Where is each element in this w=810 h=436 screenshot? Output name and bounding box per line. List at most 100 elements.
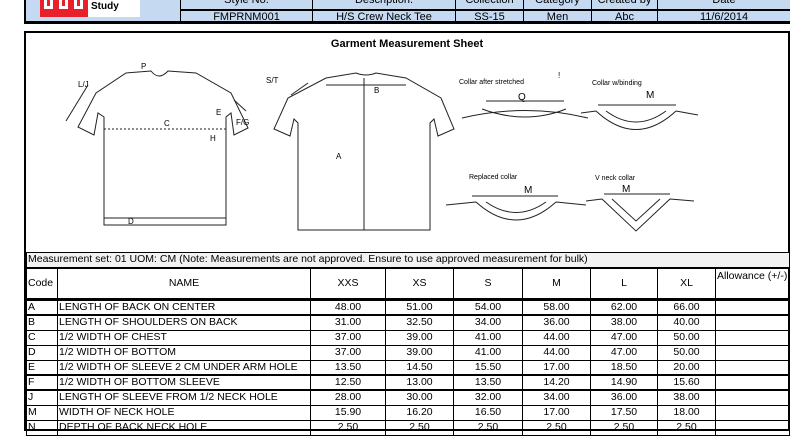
sheet-title: Garment Measurement Sheet — [330, 38, 484, 50]
table-cell: C — [26, 329, 58, 346]
table-cell: 40.00 — [657, 314, 716, 331]
table-cell: 31.00 — [310, 314, 386, 331]
table-cell: 48.00 — [310, 299, 386, 316]
column-header: M — [522, 267, 591, 301]
table-cell: 44.00 — [522, 344, 591, 361]
label-lj: L/J — [78, 80, 89, 89]
table-cell: 16.20 — [385, 404, 454, 421]
label-q: Q — [518, 92, 526, 103]
table-cell — [715, 359, 790, 376]
table-cell: 37.00 — [310, 329, 386, 346]
header-field-label: Collection — [465, 0, 514, 6]
table-cell: 62.00 — [590, 299, 658, 316]
measurement-sheet: Garment Measurement Sheet P L/J C E F/G … — [24, 31, 790, 436]
header-field-label: Description. — [354, 0, 414, 6]
table-cell — [715, 389, 790, 406]
column-header: Code — [26, 267, 58, 301]
table-cell: 36.00 — [590, 389, 658, 406]
table-cell: 41.00 — [453, 329, 523, 346]
label-m: M — [524, 185, 532, 196]
table-cell: 32.00 — [453, 389, 523, 406]
table-cell: 2.50 — [590, 419, 658, 436]
table-cell: LENGTH OF BACK ON CENTER — [57, 299, 311, 316]
table-cell: 2.50 — [657, 419, 716, 436]
table-cell: 37.00 — [310, 344, 386, 361]
table-cell: 54.00 — [453, 299, 523, 316]
table-cell: WIDTH OF NECK HOLE — [57, 404, 311, 421]
label-c: C — [164, 119, 170, 128]
header-field: Style No.FMPRNM001 — [180, 0, 312, 23]
table-cell: F — [26, 374, 58, 391]
table-cell: 15.90 — [310, 404, 386, 421]
garment-diagram: P L/J C E F/G H D S/T B A Collar after s… — [65, 62, 699, 232]
table-cell: 66.00 — [657, 299, 716, 316]
table-cell: 18.00 — [657, 404, 716, 421]
header-field: Description. H/S Crew Neck Tee — [312, 0, 455, 23]
table-cell: 36.00 — [522, 314, 591, 331]
table-cell: 17.50 — [590, 404, 658, 421]
header-field-label: Date — [712, 0, 736, 6]
table-cell: 58.00 — [522, 299, 591, 316]
label-excl: ! — [558, 71, 560, 80]
label-m: M — [622, 184, 630, 195]
header-field-label: Category — [535, 0, 580, 6]
table-cell: 16.50 — [453, 404, 523, 421]
table-cell: LENGTH OF SLEEVE FROM 1/2 NECK HOLE — [57, 389, 311, 406]
logo-text: Study — [91, 1, 119, 12]
table-cell: 15.50 — [453, 359, 523, 376]
note-row: Measurement set: 01 UOM: CM (Note: Measu… — [26, 252, 790, 269]
label-h: H — [210, 134, 216, 143]
table-cell: 14.50 — [385, 359, 454, 376]
table-cell — [715, 419, 790, 436]
label-collar-binding: Collar w/binding — [592, 80, 642, 87]
table-cell: D — [26, 344, 58, 361]
table-cell: N — [26, 419, 58, 436]
table-cell: 39.00 — [385, 344, 454, 361]
table-cell: 47.00 — [590, 344, 658, 361]
table-cell: 1/2 WIDTH OF SLEEVE 2 CM UNDER ARM HOLE — [57, 359, 311, 376]
header-field-value: 11/6/2014 — [658, 9, 790, 23]
table-cell: 13.50 — [310, 359, 386, 376]
label-v-neck-collar: V neck collar — [595, 175, 636, 182]
label-d: D — [128, 217, 134, 226]
column-header: XS — [385, 267, 454, 301]
header-field-value: Men — [524, 9, 591, 23]
table-cell: 34.00 — [453, 314, 523, 331]
label-st: S/T — [266, 76, 279, 85]
header-field-value: SS-15 — [456, 9, 523, 23]
table-cell: 20.00 — [657, 359, 716, 376]
table-cell: B — [26, 314, 58, 331]
table-cell: DEPTH OF BACK NECK HOLE — [57, 419, 311, 436]
label-p: P — [141, 62, 146, 71]
table-cell: 28.00 — [310, 389, 386, 406]
table-cell: 15.60 — [657, 374, 716, 391]
table-cell: 12.50 — [310, 374, 386, 391]
table-cell: 39.00 — [385, 329, 454, 346]
header-field-value: H/S Crew Neck Tee — [313, 9, 455, 23]
measurement-table: Measurement set: 01 UOM: CM (Note: Measu… — [26, 252, 790, 436]
table-cell: 13.00 — [385, 374, 454, 391]
table-cell: 38.00 — [590, 314, 658, 331]
label-e: E — [216, 108, 221, 117]
table-cell: 38.00 — [657, 389, 716, 406]
table-cell: 50.00 — [657, 344, 716, 361]
back-tee — [273, 72, 455, 231]
table-cell: 32.50 — [385, 314, 454, 331]
table-cell: 2.50 — [310, 419, 386, 436]
label-replaced-collar: Replaced collar — [469, 174, 518, 181]
table-cell: LENGTH OF SHOULDERS ON BACK — [57, 314, 311, 331]
header-field-label: Style No. — [224, 0, 269, 6]
logo-mark — [40, 0, 88, 17]
table-cell — [715, 299, 790, 316]
table-cell: 1/2 WIDTH OF BOTTOM SLEEVE — [57, 374, 311, 391]
header-field: Date 11/6/2014 — [657, 0, 790, 23]
label-fg: F/G — [236, 118, 249, 127]
